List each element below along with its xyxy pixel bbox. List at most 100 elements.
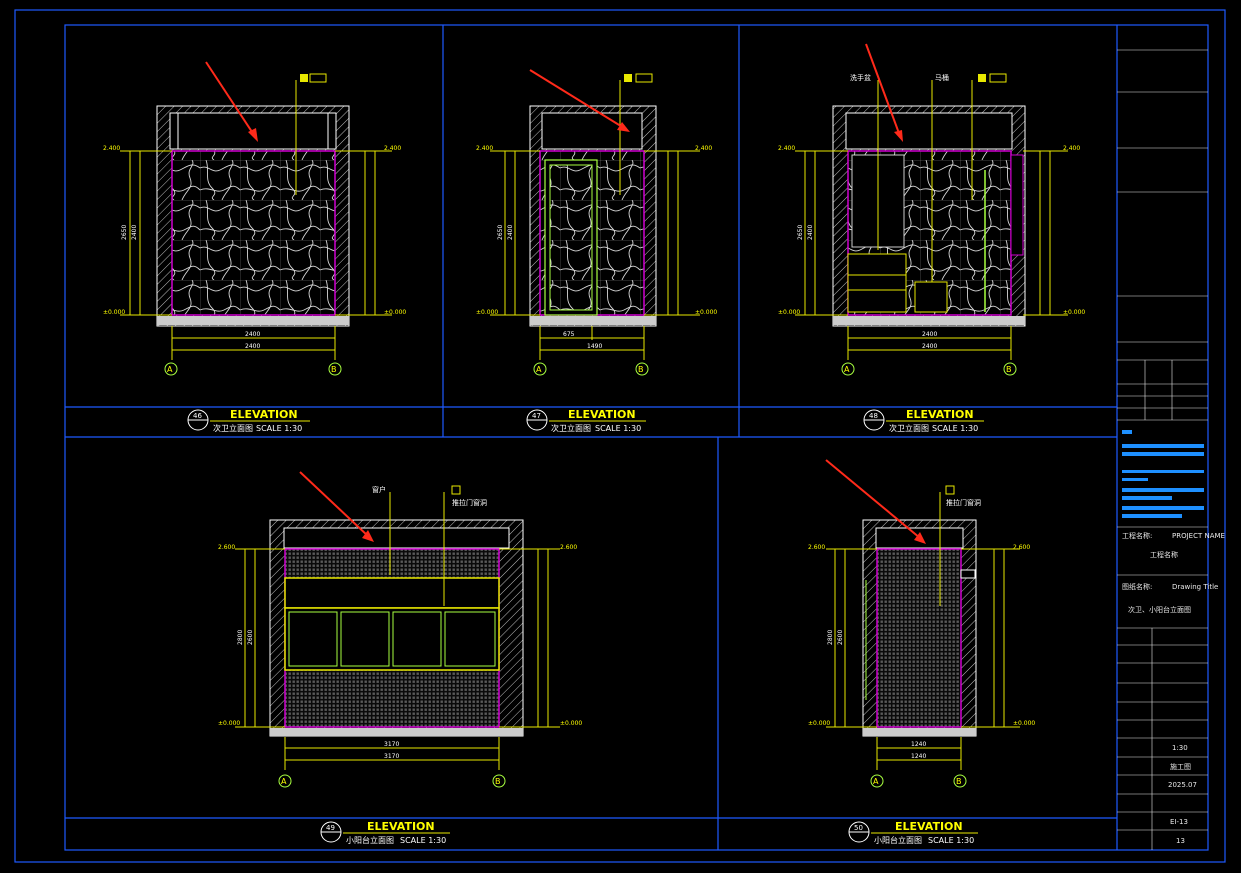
- dim-top-47: 675: [563, 331, 575, 338]
- height-50-b: 2800: [827, 630, 834, 645]
- level-top-50-left: 2.600: [808, 544, 825, 551]
- axis-a-50: A: [873, 777, 879, 786]
- elev-title-49: ELEVATION: [367, 820, 435, 833]
- red-arrow-48: [865, 43, 901, 137]
- level-top-47-left: 2.400: [476, 145, 493, 152]
- axis-b-49: B: [495, 777, 501, 786]
- axis-b-50: B: [956, 777, 962, 786]
- red-arrow-47: [529, 69, 625, 129]
- window-frame-49: [284, 607, 500, 671]
- level-bot-50-left: ±0.000: [808, 720, 830, 727]
- elev-scale-47: SCALE 1:30: [595, 424, 641, 433]
- drawing-name: 次卫、小阳台立面图: [1128, 605, 1191, 614]
- project-label: 工程名称:: [1122, 531, 1152, 540]
- level-bot-47-left: ±0.000: [476, 309, 498, 316]
- axis-a-48: A: [844, 365, 850, 374]
- callout-window-49: 窗户: [372, 485, 386, 494]
- elev-subtitle-49: 小阳台立面图: [346, 835, 394, 845]
- callout-toilet-48: 马桶: [935, 73, 949, 82]
- height-46-b: 2650: [121, 225, 128, 240]
- height-48-a: 2400: [807, 225, 814, 240]
- elevation-49: 2.600 ±0.000 2.600 ±0.000 2600 2800 3170…: [218, 471, 582, 845]
- axis-b-48: B: [1006, 365, 1012, 374]
- callout-balcony-49: 推拉门窗洞: [452, 498, 487, 507]
- dim-bot-50: 1240: [911, 753, 926, 760]
- axis-a-49: A: [281, 777, 287, 786]
- level-bot-47-right: ±0.000: [695, 309, 717, 316]
- axis-a-46: A: [167, 365, 173, 374]
- dim-bot-47: 1490: [587, 343, 602, 350]
- elev-title-46: ELEVATION: [230, 408, 298, 421]
- level-bot-50-right: ±0.000: [1013, 720, 1035, 727]
- dim-bot-46: 2400: [245, 343, 260, 350]
- red-arrow-46: [205, 61, 257, 139]
- elevation-47: 2.400 ±0.000 2.400 ±0.000 2400 2650 675 …: [476, 69, 717, 433]
- dim-top-50: 1240: [911, 741, 926, 748]
- level-bot-48-right: ±0.000: [1063, 309, 1085, 316]
- dim-bot-49: 3170: [384, 753, 399, 760]
- marble-wall-46: [171, 150, 336, 316]
- elev-number-47: 47: [532, 412, 541, 420]
- callout-balcony-50: 推拉门窗洞: [946, 498, 981, 507]
- elevation-46: 2.400 ±0.000 2.400 ±0.000 2400 2650 2400…: [103, 61, 406, 433]
- elev-subtitle-47: 次卫立面图: [551, 423, 591, 433]
- toilet-48: [914, 281, 948, 313]
- height-48-b: 2650: [797, 225, 804, 240]
- dim-bot-48: 2400: [922, 343, 937, 350]
- elev-number-49: 49: [326, 824, 335, 832]
- level-bot-49-left: ±0.000: [218, 720, 240, 727]
- stage-value: 施工图: [1170, 762, 1191, 771]
- scale-value: 1:30: [1172, 744, 1188, 752]
- elev-subtitle-50: 小阳台立面图: [874, 835, 922, 845]
- height-49-b: 2800: [237, 630, 244, 645]
- elev-scale-48: SCALE 1:30: [932, 424, 978, 433]
- drawing-label: 图纸名称:: [1122, 582, 1152, 591]
- level-top-46-right: 2.400: [384, 145, 401, 152]
- outer-border: [14, 9, 1226, 863]
- height-47-b: 2650: [497, 225, 504, 240]
- vanity-cabinet-48: [847, 253, 907, 313]
- drawing-code-value: EI-13: [1170, 818, 1188, 826]
- title-block: [1117, 49, 1208, 850]
- height-50-a: 2600: [837, 630, 844, 645]
- level-bot-46-left: ±0.000: [103, 309, 125, 316]
- elev-number-48: 48: [869, 412, 878, 420]
- drawing-code: Drawing Title: [1172, 583, 1218, 591]
- page-number: 13: [1176, 837, 1185, 845]
- mosaic-wall-50: [876, 548, 962, 728]
- elev-title-50: ELEVATION: [895, 820, 963, 833]
- elev-number-46: 46: [193, 412, 202, 420]
- height-46-a: 2400: [131, 225, 138, 240]
- level-bot-48-left: ±0.000: [778, 309, 800, 316]
- axis-b-47: B: [638, 365, 644, 374]
- dim-top-46: 2400: [245, 331, 260, 338]
- project-code: PROJECT NAME: [1172, 532, 1225, 540]
- elev-title-47: ELEVATION: [568, 408, 636, 421]
- level-bot-49-right: ±0.000: [560, 720, 582, 727]
- dim-top-49: 3170: [384, 741, 399, 748]
- level-top-50-right: 2.600: [1013, 544, 1030, 551]
- level-top-48-left: 2.400: [778, 145, 795, 152]
- elevation-50: 2.600 ±0.000 2.600 ±0.000 2600 2800 1240…: [808, 459, 1035, 845]
- date-value: 2025.07: [1168, 781, 1197, 789]
- height-47-a: 2400: [507, 225, 514, 240]
- elev-subtitle-46: 次卫立面图: [213, 423, 253, 433]
- callout-basin-48: 洗手盆: [850, 73, 871, 82]
- title-block-bars: [1122, 198, 1204, 518]
- window-transom-49: [284, 577, 500, 609]
- level-top-49-left: 2.600: [218, 544, 235, 551]
- level-bot-46-right: ±0.000: [384, 309, 406, 316]
- elev-scale-49: SCALE 1:30: [400, 836, 446, 845]
- elev-title-48: ELEVATION: [906, 408, 974, 421]
- axis-b-46: B: [331, 365, 337, 374]
- level-top-49-right: 2.600: [560, 544, 577, 551]
- elev-scale-46: SCALE 1:30: [256, 424, 302, 433]
- axis-a-47: A: [536, 365, 542, 374]
- dim-top-48: 2400: [922, 331, 937, 338]
- elev-number-50: 50: [854, 824, 863, 832]
- level-top-46-left: 2.400: [103, 145, 120, 152]
- project-name: 工程名称: [1150, 550, 1178, 559]
- level-top-48-right: 2.400: [1063, 145, 1080, 152]
- elev-subtitle-48: 次卫立面图: [889, 423, 929, 433]
